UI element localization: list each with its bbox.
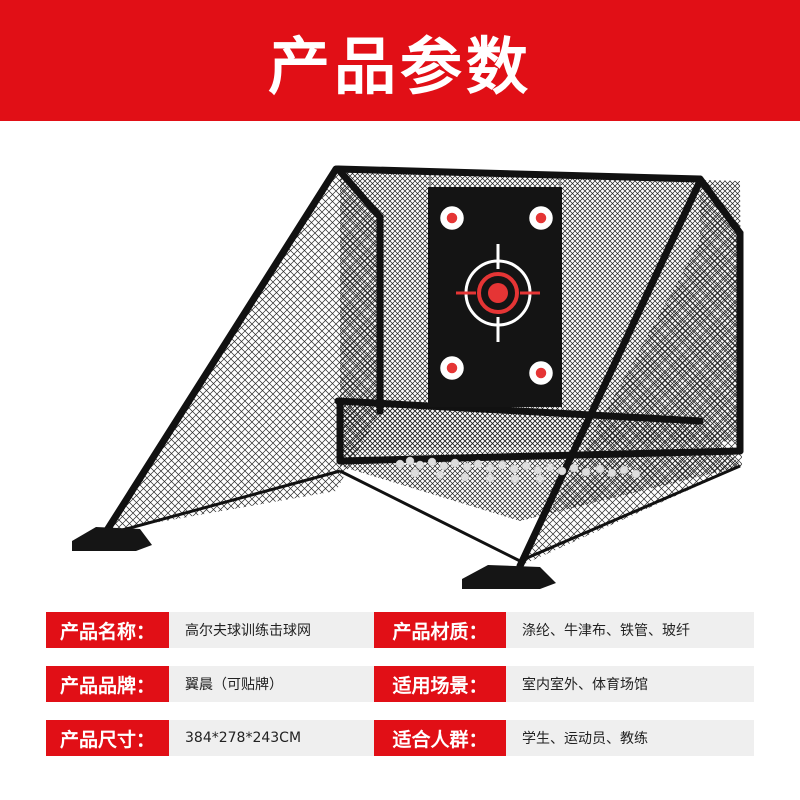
spec-table: 产品名称： 高尔夫球训练击球网 产品材质： 涤纶、牛津布、铁管、玻纤 产品品牌：…: [0, 600, 800, 800]
frame-bottom-bars: [103, 464, 741, 563]
spec-label-size: 产品尺寸：: [46, 720, 169, 756]
spec-label-name: 产品名称：: [46, 612, 169, 648]
spec-label-audience: 适合人群：: [374, 720, 506, 756]
spec-row: 产品品牌： 翼晨（可贴牌） 适用场景： 室内室外、体育场馆: [46, 666, 754, 702]
left-side-net: [108, 171, 380, 531]
spec-value-name: 高尔夫球训练击球网: [169, 612, 375, 648]
spec-label-scenario: 适用场景：: [374, 666, 506, 702]
catch-tray-net: [340, 401, 742, 521]
spec-value-size: 384*278*243CM: [169, 720, 375, 756]
spec-row: 产品尺寸： 384*278*243CM 适合人群： 学生、运动员、教练: [46, 720, 754, 756]
spec-value-scenario: 室内室外、体育场馆: [506, 666, 754, 702]
golf-balls: [395, 456, 641, 484]
page-title: 产品参数: [267, 29, 532, 103]
net-frame: [100, 165, 744, 570]
spec-label-material: 产品材质：: [374, 612, 506, 648]
spec-value-brand: 翼晨（可贴牌）: [169, 666, 375, 702]
base-pads: [72, 527, 556, 589]
spec-label-brand: 产品品牌：: [46, 666, 169, 702]
header-banner: 产品参数: [0, 0, 800, 121]
spec-value-material: 涤纶、牛津布、铁管、玻纤: [506, 612, 754, 648]
spec-row: 产品名称： 高尔夫球训练击球网 产品材质： 涤纶、牛津布、铁管、玻纤: [46, 612, 754, 648]
product-image: [0, 121, 800, 591]
target-banner: [428, 176, 562, 407]
golf-practice-net-icon: [72, 165, 744, 589]
spec-value-audience: 学生、运动员、教练: [506, 720, 754, 756]
